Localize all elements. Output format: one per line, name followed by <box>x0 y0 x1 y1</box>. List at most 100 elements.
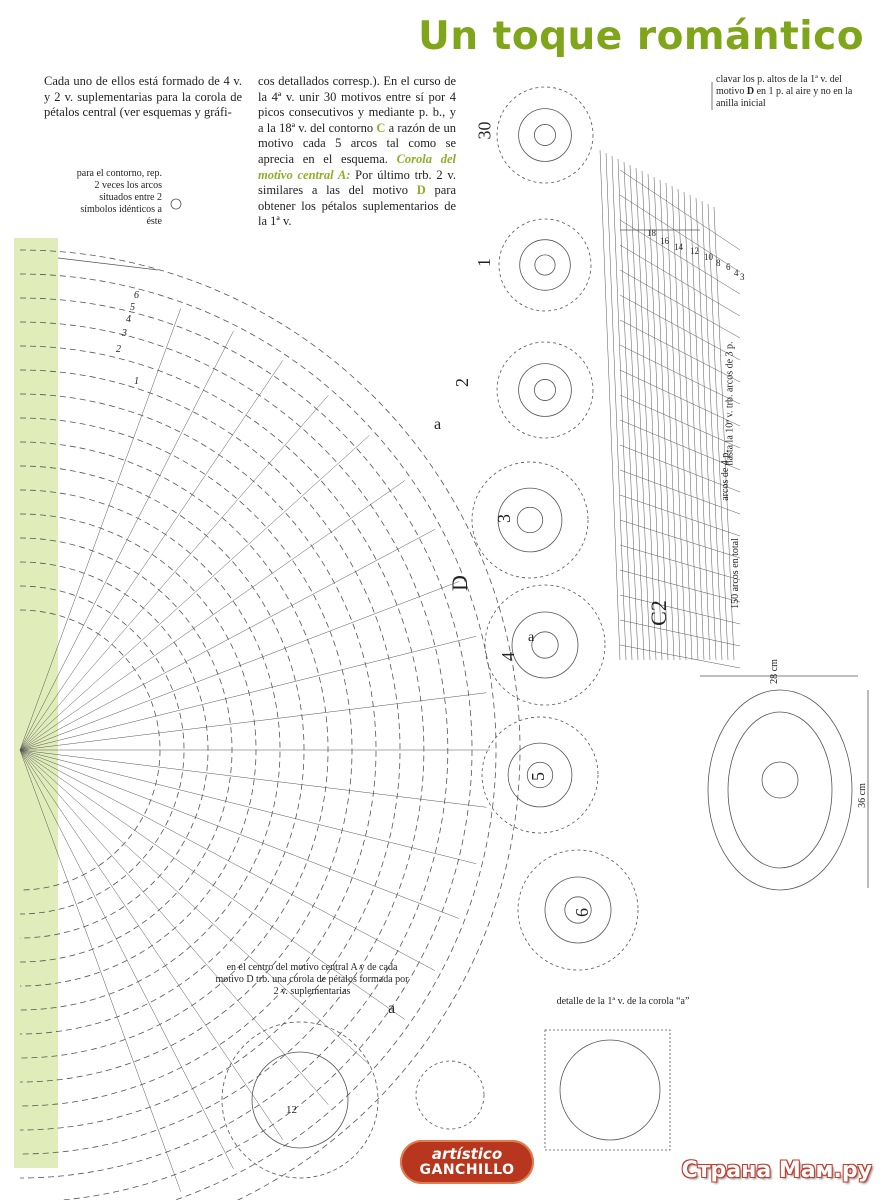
edge-number: 10 <box>704 252 713 262</box>
motif-inner <box>511 611 579 679</box>
body-text-column-2: cos detallados corresp.). En el curso de… <box>258 74 456 230</box>
doily-arc <box>19 249 521 1200</box>
dim-height: 36 cm <box>856 783 868 808</box>
motif-center <box>534 254 556 276</box>
motif-outline <box>496 341 594 439</box>
mesh-line <box>653 176 675 661</box>
motif-inner <box>497 487 563 553</box>
mesh-line <box>619 544 741 581</box>
arcos4-note: arcos de 4 p. <box>719 450 731 501</box>
center-note: en el centro del motivo central A y de c… <box>215 962 409 997</box>
doily-radial <box>19 749 477 864</box>
mesh-line <box>619 219 741 295</box>
oval-doily-center <box>761 761 799 799</box>
mesh-line <box>629 164 651 661</box>
mesh-line <box>671 185 693 661</box>
mesh-line <box>677 188 699 661</box>
mesh-line <box>619 419 741 471</box>
edge-number: 16 <box>660 236 669 246</box>
mesh-line <box>623 161 645 661</box>
mesh-line <box>619 469 741 515</box>
motif-center <box>564 896 592 924</box>
letter-c: C <box>376 120 386 135</box>
mesh-line <box>619 294 741 361</box>
mesh-line <box>619 569 741 603</box>
corola-heading: Corola del motivo central A: <box>258 151 456 182</box>
motif-inner <box>518 363 572 417</box>
doily-radial <box>19 529 436 751</box>
mesh-line <box>659 179 681 661</box>
body-text-part: a razón de un motivo cada 5 arcos tal co… <box>258 120 456 166</box>
doily-radial <box>19 308 181 751</box>
edge-number: 8 <box>716 258 721 268</box>
mesh-line <box>619 519 741 559</box>
center-motif-inner <box>251 1051 349 1149</box>
motif-center <box>516 506 544 534</box>
mesh-line <box>605 152 627 661</box>
doily-radial <box>19 749 436 971</box>
mesh-line <box>619 394 741 449</box>
doily-arc <box>19 609 161 891</box>
mesh-line <box>619 169 741 251</box>
mesh-line <box>599 149 621 661</box>
motif-center <box>534 124 556 146</box>
note-part: clavar los p. altos de la 1ª v. del moti… <box>716 74 842 97</box>
doily-radial <box>19 331 234 751</box>
mesh-line <box>619 644 741 669</box>
doily-radial <box>19 480 406 751</box>
letter-d: D <box>416 183 426 198</box>
mesh-line <box>713 206 735 661</box>
corola-a-diagram <box>415 1060 485 1130</box>
contour-symbol <box>170 198 182 210</box>
mesh-line <box>641 170 663 661</box>
doily-arc <box>19 297 473 1200</box>
letter-d-label: D <box>446 575 472 591</box>
doily-radial <box>19 360 284 751</box>
motif-number: 5 <box>528 772 548 781</box>
doily-arc <box>19 393 377 1107</box>
motif-outline <box>517 849 639 971</box>
motif-a-label: a <box>434 416 442 433</box>
dim-width: 28 cm <box>768 659 780 684</box>
mesh-line <box>701 200 723 661</box>
contour-pointer <box>57 257 159 271</box>
motif-number: 6 <box>572 908 592 917</box>
mesh-line <box>707 203 729 661</box>
mesh-line <box>619 594 741 625</box>
edge-number: 14 <box>674 242 683 252</box>
doily-arc <box>19 273 497 1200</box>
doily-arc <box>19 369 401 1131</box>
motif-outline <box>498 218 592 312</box>
row-number: 6 <box>134 290 139 301</box>
edge-number: 4 <box>734 268 739 278</box>
motif-center <box>534 379 556 401</box>
motif-number: 2 <box>452 378 472 387</box>
detail-note: detalle de la 1ª v. de la corola “a” <box>556 996 690 1007</box>
row-number: 2 <box>116 344 121 355</box>
mesh-line <box>619 494 741 537</box>
logo-line-1: artístico <box>431 1144 503 1163</box>
mesh-line <box>683 191 705 661</box>
mesh-line <box>635 167 657 661</box>
motif-inner <box>507 742 573 808</box>
doily-radial <box>19 749 487 808</box>
motif-a-label: a <box>388 1000 396 1017</box>
edge-number: 12 <box>690 246 699 256</box>
mesh-line <box>619 444 741 493</box>
motif-center <box>526 761 554 789</box>
motif-inner <box>519 239 571 291</box>
doily-radial <box>19 435 370 751</box>
detail-box <box>544 1029 671 1151</box>
row-number: 5 <box>130 302 135 313</box>
row-number: 4 <box>126 314 131 325</box>
motif-number: 1 <box>474 258 494 267</box>
note-letter-d: D <box>746 86 755 97</box>
mesh-line <box>611 155 633 661</box>
mesh-line <box>617 158 639 661</box>
center-motif-outline <box>221 1021 379 1179</box>
detail-corola <box>559 1039 661 1141</box>
motif-inner <box>544 876 612 944</box>
doily-radial <box>19 749 459 919</box>
edge-number: 6 <box>726 262 731 272</box>
